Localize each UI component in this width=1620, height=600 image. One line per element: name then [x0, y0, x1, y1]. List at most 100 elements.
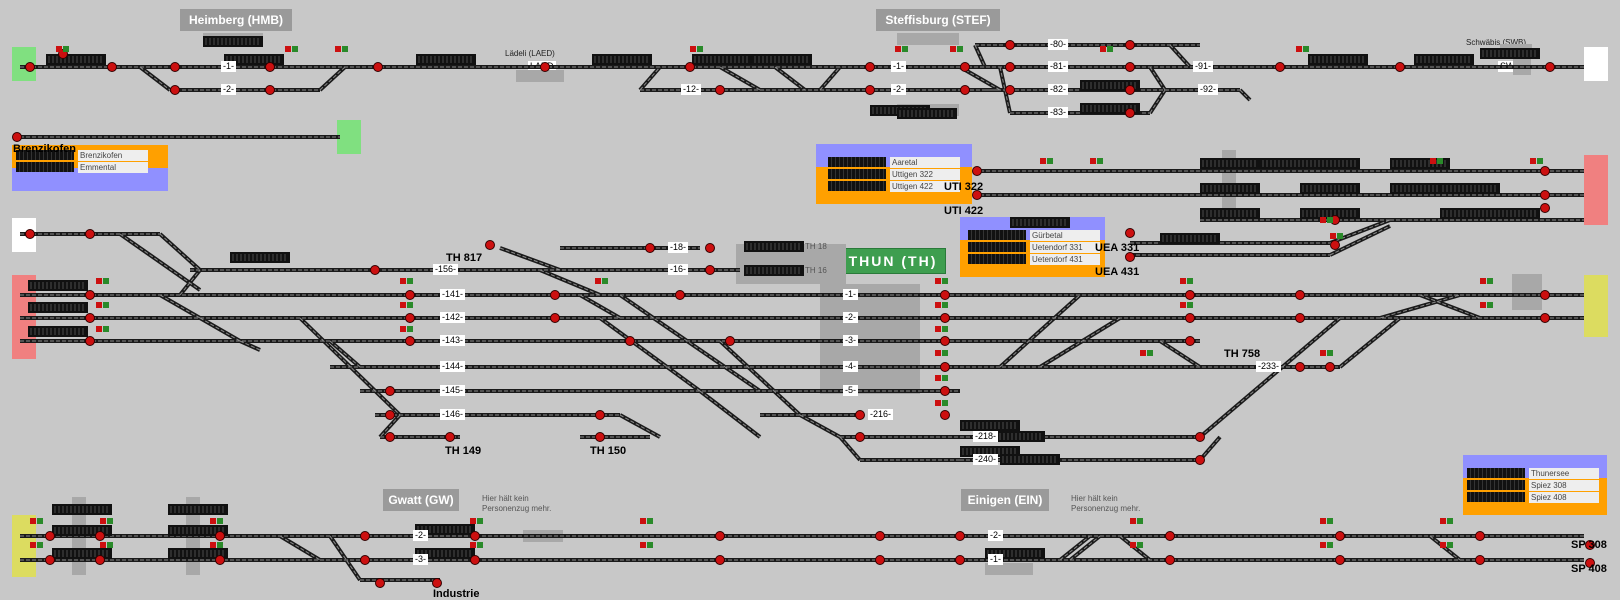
signal-lamp-icon[interactable]: [647, 542, 653, 548]
signal-icon[interactable]: [85, 313, 95, 323]
signal-icon[interactable]: [1275, 62, 1285, 72]
signal-icon[interactable]: [95, 555, 105, 565]
signal-icon[interactable]: [370, 265, 380, 275]
signal-icon[interactable]: [470, 531, 480, 541]
signal-lamp-icon[interactable]: [407, 278, 413, 284]
signal-lamp-icon[interactable]: [1296, 46, 1302, 52]
signal-icon[interactable]: [25, 62, 35, 72]
signal-lamp-icon[interactable]: [217, 542, 223, 548]
signal-lamp-icon[interactable]: [1187, 302, 1193, 308]
signal-lamp-icon[interactable]: [107, 518, 113, 524]
signal-icon[interactable]: [1395, 62, 1405, 72]
signal-lamp-icon[interactable]: [37, 518, 43, 524]
signal-lamp-icon[interactable]: [640, 518, 646, 524]
signal-lamp-icon[interactable]: [470, 518, 476, 524]
signal-icon[interactable]: [485, 240, 495, 250]
signal-icon[interactable]: [705, 265, 715, 275]
signal-lamp-icon[interactable]: [602, 278, 608, 284]
signal-lamp-icon[interactable]: [477, 542, 483, 548]
signal-icon[interactable]: [25, 229, 35, 239]
signal-icon[interactable]: [705, 243, 715, 253]
signal-lamp-icon[interactable]: [400, 302, 406, 308]
signal-lamp-icon[interactable]: [1327, 350, 1333, 356]
signal-icon[interactable]: [1125, 40, 1135, 50]
signal-icon[interactable]: [1005, 85, 1015, 95]
signal-lamp-icon[interactable]: [1180, 302, 1186, 308]
signal-lamp-icon[interactable]: [407, 326, 413, 332]
signal-lamp-icon[interactable]: [477, 518, 483, 524]
signal-icon[interactable]: [715, 531, 725, 541]
signal-icon[interactable]: [373, 62, 383, 72]
signal-lamp-icon[interactable]: [942, 350, 948, 356]
signal-icon[interactable]: [1585, 540, 1595, 550]
signal-lamp-icon[interactable]: [285, 46, 291, 52]
signal-icon[interactable]: [1195, 432, 1205, 442]
signal-icon[interactable]: [1125, 62, 1135, 72]
signal-lamp-icon[interactable]: [56, 46, 62, 52]
signal-lamp-icon[interactable]: [1440, 542, 1446, 548]
signal-icon[interactable]: [1125, 228, 1135, 238]
signal-icon[interactable]: [470, 555, 480, 565]
signal-icon[interactable]: [865, 85, 875, 95]
signal-icon[interactable]: [432, 578, 442, 588]
signal-lamp-icon[interactable]: [1047, 158, 1053, 164]
signal-icon[interactable]: [550, 313, 560, 323]
signal-icon[interactable]: [940, 290, 950, 300]
signal-lamp-icon[interactable]: [1040, 158, 1046, 164]
signal-icon[interactable]: [385, 432, 395, 442]
signal-lamp-icon[interactable]: [1440, 518, 1446, 524]
signal-icon[interactable]: [1005, 62, 1015, 72]
signal-icon[interactable]: [215, 555, 225, 565]
signal-lamp-icon[interactable]: [1430, 158, 1436, 164]
signal-icon[interactable]: [960, 85, 970, 95]
signal-icon[interactable]: [1295, 290, 1305, 300]
signal-icon[interactable]: [1125, 108, 1135, 118]
signal-icon[interactable]: [170, 85, 180, 95]
signal-lamp-icon[interactable]: [1147, 350, 1153, 356]
signal-lamp-icon[interactable]: [690, 46, 696, 52]
signal-icon[interactable]: [1195, 455, 1205, 465]
signal-lamp-icon[interactable]: [342, 46, 348, 52]
signal-lamp-icon[interactable]: [1447, 542, 1453, 548]
signal-icon[interactable]: [265, 62, 275, 72]
signal-lamp-icon[interactable]: [1337, 233, 1343, 239]
signal-lamp-icon[interactable]: [210, 518, 216, 524]
signal-icon[interactable]: [1475, 531, 1485, 541]
signal-icon[interactable]: [1295, 313, 1305, 323]
signal-lamp-icon[interactable]: [1487, 278, 1493, 284]
signal-lamp-icon[interactable]: [1320, 350, 1326, 356]
signal-icon[interactable]: [265, 85, 275, 95]
signal-lamp-icon[interactable]: [1090, 158, 1096, 164]
signal-icon[interactable]: [1185, 313, 1195, 323]
signal-icon[interactable]: [685, 62, 695, 72]
signal-icon[interactable]: [12, 132, 22, 142]
signal-icon[interactable]: [715, 555, 725, 565]
signal-icon[interactable]: [595, 410, 605, 420]
signal-lamp-icon[interactable]: [407, 302, 413, 308]
signal-lamp-icon[interactable]: [1140, 350, 1146, 356]
signal-icon[interactable]: [972, 190, 982, 200]
signal-icon[interactable]: [95, 531, 105, 541]
signal-icon[interactable]: [1335, 555, 1345, 565]
signal-lamp-icon[interactable]: [595, 278, 601, 284]
signal-icon[interactable]: [360, 531, 370, 541]
signal-icon[interactable]: [45, 531, 55, 541]
signal-lamp-icon[interactable]: [335, 46, 341, 52]
signal-lamp-icon[interactable]: [210, 542, 216, 548]
signal-lamp-icon[interactable]: [1480, 278, 1486, 284]
signal-icon[interactable]: [940, 313, 950, 323]
signal-lamp-icon[interactable]: [107, 542, 113, 548]
signal-icon[interactable]: [855, 432, 865, 442]
signal-lamp-icon[interactable]: [103, 326, 109, 332]
signal-icon[interactable]: [385, 386, 395, 396]
signal-icon[interactable]: [1325, 362, 1335, 372]
signal-lamp-icon[interactable]: [935, 375, 941, 381]
signal-icon[interactable]: [1295, 362, 1305, 372]
signal-lamp-icon[interactable]: [1537, 158, 1543, 164]
signal-lamp-icon[interactable]: [1107, 46, 1113, 52]
signal-lamp-icon[interactable]: [96, 278, 102, 284]
signal-icon[interactable]: [375, 578, 385, 588]
signal-lamp-icon[interactable]: [1447, 518, 1453, 524]
signal-icon[interactable]: [1125, 252, 1135, 262]
signal-icon[interactable]: [955, 555, 965, 565]
